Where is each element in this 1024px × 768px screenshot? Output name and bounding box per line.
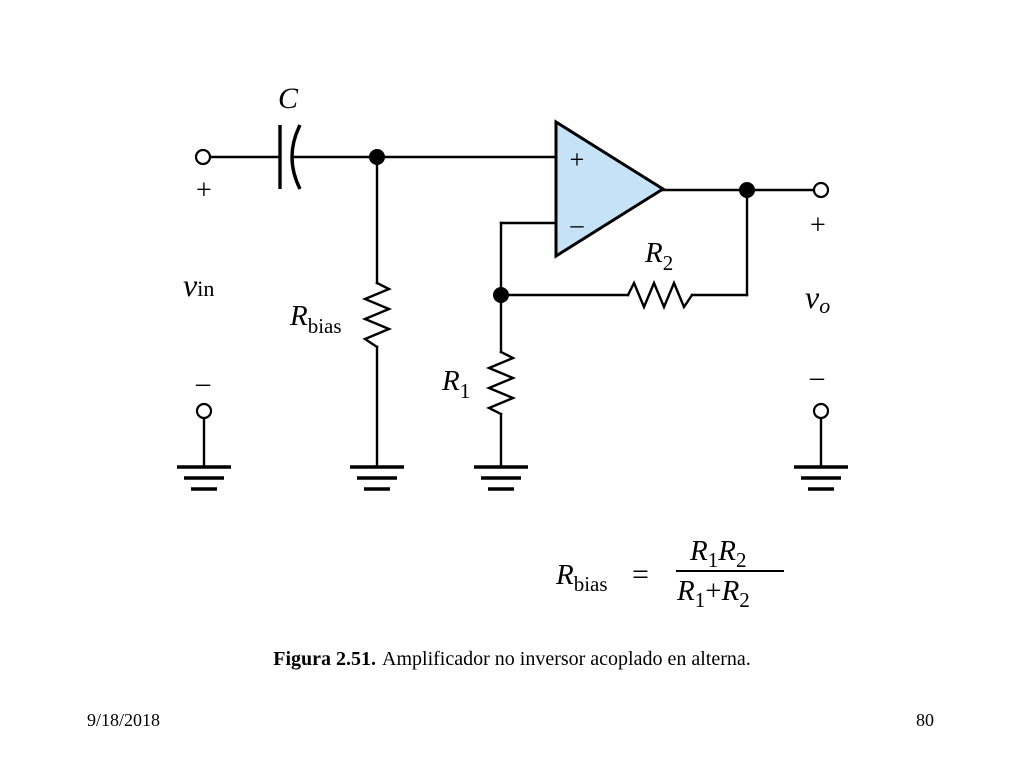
ground-symbol-rbias	[350, 465, 404, 491]
input-terminal-top	[194, 148, 212, 166]
output-terminal-top	[812, 181, 830, 199]
ground-symbol-input	[177, 465, 231, 491]
input-terminal-bottom	[195, 402, 213, 420]
formula-lhs: Rbias	[555, 559, 608, 596]
capacitor-label: C	[278, 82, 299, 115]
footer-date: 9/18/2018	[87, 710, 161, 730]
formula-equals: =	[632, 558, 649, 591]
output-plus-label: +	[810, 210, 826, 241]
resistor-r2	[626, 279, 694, 311]
ac-coupled-amplifier-diagram: + – C + – vin + – vo Rbias	[177, 82, 848, 612]
figure-caption: Figura 2.51.Amplificador no inversor aco…	[0, 648, 1024, 671]
resistor-rbias	[361, 281, 393, 349]
ground-symbol-output	[794, 465, 848, 491]
formula-numerator: R1R2	[689, 535, 746, 572]
ground-symbol-r1	[474, 465, 528, 491]
junction-dot-bias	[369, 149, 385, 165]
figure-caption-label: Figura 2.51.	[273, 648, 377, 670]
footer-page-number: 80	[916, 710, 934, 730]
r1-label: R1	[441, 365, 470, 403]
opamp-triangle	[554, 119, 666, 259]
figure-caption-text: Amplificador no inversor acoplado en alt…	[382, 648, 751, 670]
resistor-r1	[485, 350, 517, 416]
rbias-label: Rbias	[289, 300, 342, 338]
opamp-plus-sign: +	[570, 145, 585, 174]
input-plus-label: +	[196, 175, 212, 206]
output-minus-label: –	[809, 362, 825, 393]
vo-label: vo	[805, 279, 830, 318]
r2-label: R2	[644, 237, 673, 275]
wires	[202, 155, 823, 469]
vin-label: vin	[183, 267, 214, 303]
junction-dot-output	[739, 182, 755, 198]
input-minus-label: –	[195, 368, 211, 399]
rbias-formula: Rbias = R1R2 R1+R2	[555, 535, 784, 612]
formula-denominator: R1+R2	[676, 575, 750, 612]
capacitor	[278, 124, 302, 190]
output-terminal-bottom	[812, 402, 830, 420]
opamp-minus-sign: –	[570, 210, 585, 239]
junction-dot-feedback	[493, 287, 509, 303]
